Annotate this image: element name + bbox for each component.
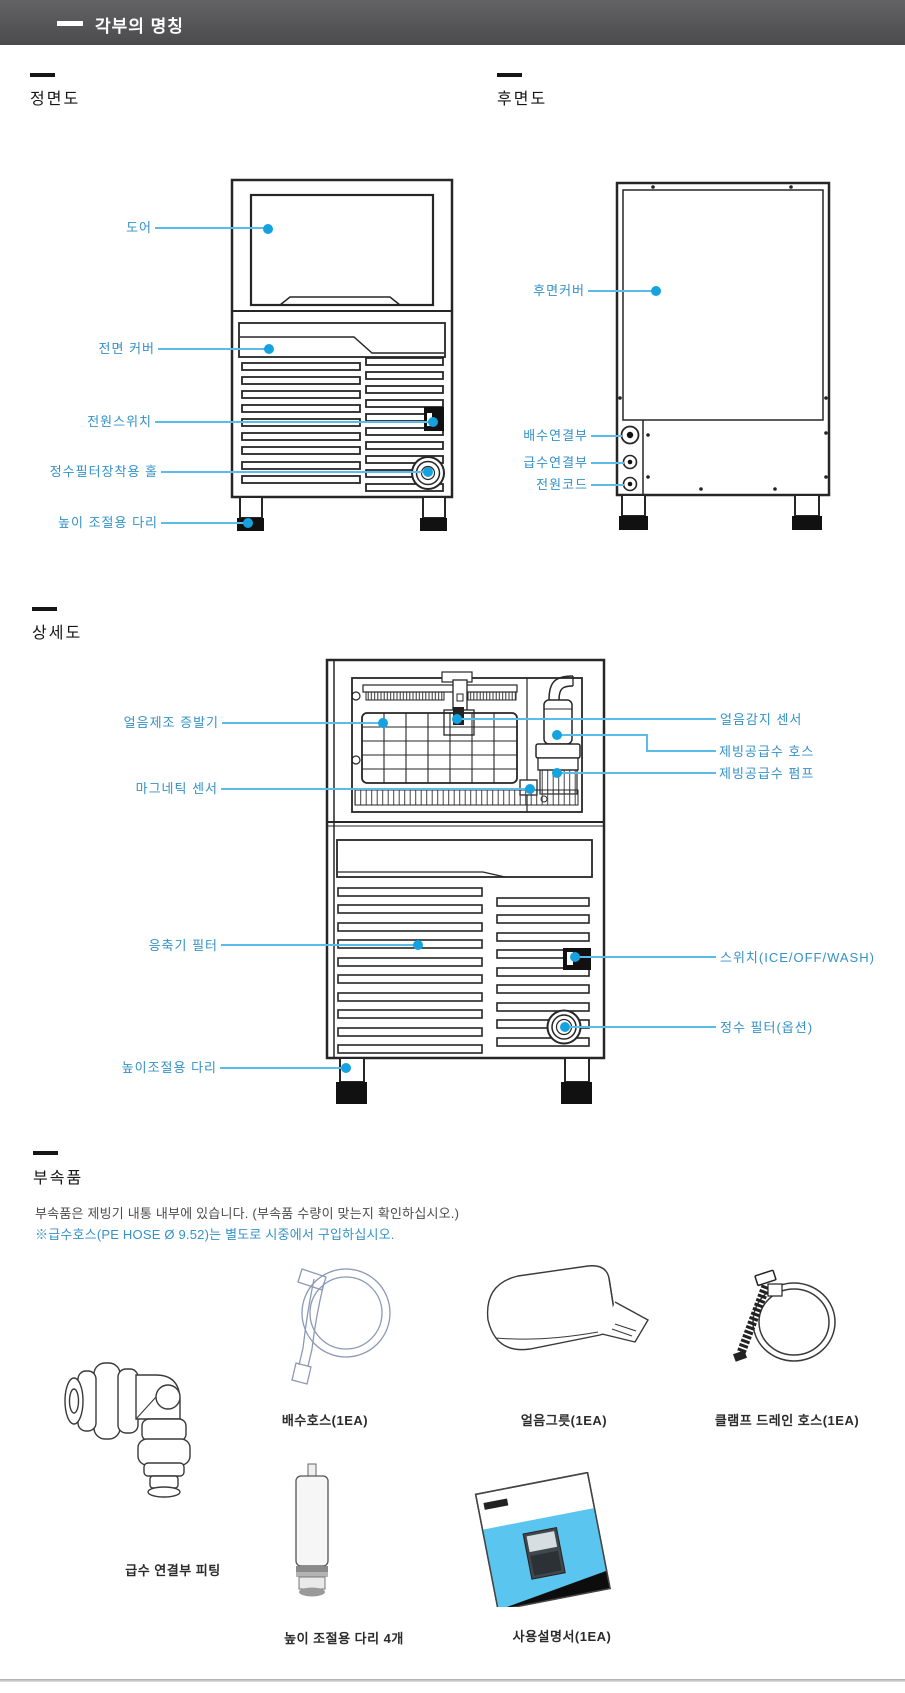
leader-line: [588, 290, 652, 292]
manual-image: [474, 1472, 611, 1607]
marker-dot: [413, 940, 423, 950]
water-supply-fitting-image: [64, 1362, 191, 1498]
label-detail-legs: 높이조절용 다리: [121, 1060, 217, 1075]
evaporator-grid-shape: [361, 712, 518, 784]
marker-dot: [570, 952, 580, 962]
leader-line: [155, 421, 429, 423]
detail-view-title: 상세도: [32, 625, 83, 642]
leader-line: [222, 722, 379, 724]
marker-dot: [552, 768, 562, 778]
label-front-legs: 높이 조절용 다리: [58, 515, 158, 530]
leader-line: [220, 1067, 342, 1069]
label-magnetic-sensor: 마그네틱 센서: [135, 781, 218, 796]
leader-line: [161, 471, 424, 473]
leader-line: [591, 462, 624, 464]
marker-dot: [263, 224, 273, 234]
label-power-switch: 전원스위치: [87, 414, 152, 429]
leader-line: [161, 522, 244, 524]
label-power-cord: 전원코드: [536, 477, 588, 492]
accessories-note-2: ※급수호스(PE HOSE Ø 9.52)는 별도로 시중에서 구입하십시오.: [35, 1227, 395, 1242]
marker-dot: [428, 417, 438, 427]
marker-dot: [552, 730, 562, 740]
accessories-dash-icon: [33, 1151, 58, 1155]
label-supply-pump: 제빙공급수 펌프: [719, 766, 815, 781]
clamp-drain-hose-image: [732, 1269, 836, 1362]
leader-line: [158, 348, 265, 350]
accessories-note-1: 부속품은 제빙기 내통 내부에 있습니다. (부속품 수량이 맞는지 확인하십시…: [35, 1206, 460, 1221]
label-condenser-filter: 응축기 필터: [148, 938, 218, 953]
marker-dot: [651, 286, 661, 296]
header-dash-icon: [57, 21, 83, 26]
marker-dot: [341, 1063, 351, 1073]
rear-view-title: 후면도: [497, 91, 548, 108]
leader-line: [155, 227, 265, 229]
label-filter-hole: 정수필터장착용 홀: [49, 464, 158, 479]
clamp-drain-hose-label: 클램프 드레인 호스(1EA): [714, 1413, 860, 1428]
front-view-title: 정면도: [30, 91, 81, 108]
adjustable-legs-label: 높이 조절용 다리 4개: [284, 1631, 404, 1646]
leader-line: [578, 956, 716, 958]
adjustable-leg-image: [295, 1463, 329, 1597]
front-view-dash-icon: [30, 73, 55, 77]
marker-dot: [243, 518, 253, 528]
marker-dot: [378, 718, 388, 728]
leader-line: [221, 788, 526, 790]
leader-line: [591, 435, 622, 437]
marker-dot: [452, 714, 462, 724]
leader-line: [460, 718, 716, 720]
section-header-bar: 각부의 명칭: [0, 0, 905, 45]
leader-line: [221, 944, 414, 946]
leader-line: [646, 734, 648, 752]
front-view-diagram: [230, 178, 454, 531]
label-ice-sensor: 얼음감지 센서: [720, 712, 803, 727]
leader-line: [646, 750, 716, 752]
label-water-filter: 정수 필터(옵션): [720, 1020, 814, 1035]
label-water-supply-connector: 급수연결부: [523, 455, 588, 470]
leader-line: [570, 1026, 716, 1028]
ice-scoop-image: [486, 1265, 649, 1351]
drain-hose-image: [291, 1268, 391, 1385]
marker-dot: [525, 784, 535, 794]
water-supply-fitting-label: 급수 연결부 피팅: [125, 1563, 221, 1578]
label-drain-connector: 배수연결부: [523, 428, 588, 443]
label-door: 도어: [126, 220, 152, 235]
marker-dot: [560, 1022, 570, 1032]
bottom-divider: [0, 1679, 905, 1682]
leader-line: [591, 484, 624, 486]
rear-view-diagram: [615, 181, 831, 530]
ice-scoop-label: 얼음그릇(1EA): [520, 1413, 608, 1428]
page-title: 각부의 명칭: [95, 17, 184, 36]
label-mode-switch: 스위치(ICE/OFF/WASH): [720, 950, 875, 965]
manual-label: 사용설명서(1EA): [512, 1629, 612, 1644]
marker-dot: [264, 344, 274, 354]
accessories-title: 부속품: [33, 1170, 84, 1187]
label-rear-cover: 후면커버: [533, 283, 585, 298]
label-evaporator: 얼음제조 증발기: [123, 715, 219, 730]
detail-view-diagram: [325, 658, 606, 1104]
rear-view-dash-icon: [497, 73, 522, 77]
leader-line: [560, 772, 716, 774]
detail-view-dash-icon: [32, 607, 57, 611]
label-front-cover: 전면 커버: [98, 341, 155, 356]
drain-hose-label: 배수호스(1EA): [281, 1413, 369, 1428]
marker-dot: [423, 467, 433, 477]
leader-line: [560, 734, 648, 736]
label-supply-hose: 제빙공급수 호스: [719, 744, 815, 759]
